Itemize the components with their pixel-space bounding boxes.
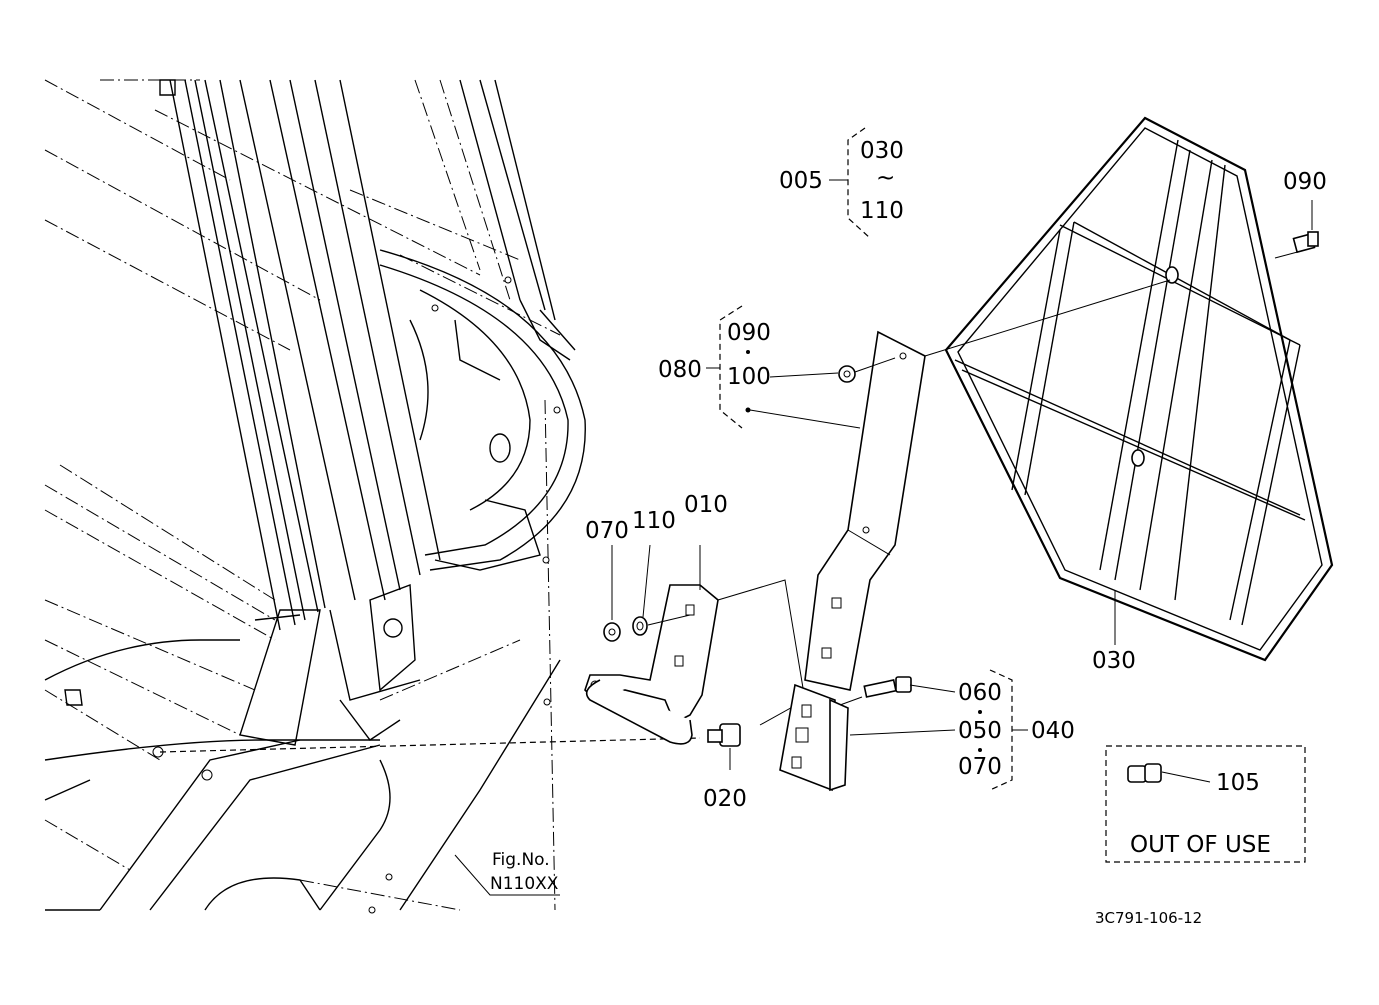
label-105: 105 bbox=[1216, 770, 1260, 796]
nut-washer-drawing bbox=[603, 544, 691, 642]
label-080: 080 bbox=[658, 357, 702, 383]
fig-ref-line2: N110XX bbox=[490, 874, 559, 894]
label-040-item-a: 060 bbox=[958, 680, 1002, 706]
label-080-item-a: 090 bbox=[727, 320, 771, 346]
label-030: 030 bbox=[1092, 648, 1136, 674]
label-090-top: 090 bbox=[1283, 169, 1327, 195]
cab-frame-drawing bbox=[44, 79, 701, 914]
label-040-item-b: 050 bbox=[958, 718, 1002, 744]
label-080-item-b: 100 bbox=[727, 364, 771, 390]
guard-030-drawing bbox=[924, 116, 1334, 662]
label-005: 005 bbox=[779, 168, 823, 194]
label-040: 040 bbox=[1031, 718, 1075, 744]
label-005-range-start: 030 bbox=[860, 138, 904, 164]
dot-separator bbox=[746, 350, 750, 354]
dot-separator bbox=[978, 748, 982, 752]
stay-080-drawing bbox=[745, 330, 926, 691]
label-040-item-c: 070 bbox=[958, 754, 1002, 780]
fig-ref-line1: Fig.No. bbox=[492, 850, 550, 870]
label-070: 070 bbox=[585, 518, 629, 544]
connect-leader bbox=[717, 579, 806, 726]
clamp-040-drawing bbox=[779, 676, 956, 792]
drawing-code: 3C791-106-12 bbox=[1095, 909, 1202, 927]
dot-separator bbox=[978, 710, 982, 714]
out-of-use-box bbox=[1105, 745, 1306, 863]
label-020: 020 bbox=[703, 786, 747, 812]
label-010: 010 bbox=[684, 492, 728, 518]
label-110: 110 bbox=[632, 508, 676, 534]
label-005-tilde: ~ bbox=[876, 165, 895, 191]
group-brackets bbox=[706, 127, 1028, 791]
bracket-010-drawing bbox=[584, 545, 719, 745]
out-of-use-text: OUT OF USE bbox=[1130, 832, 1271, 858]
bolt-020-drawing bbox=[707, 723, 741, 770]
label-005-range-end: 110 bbox=[860, 198, 904, 224]
